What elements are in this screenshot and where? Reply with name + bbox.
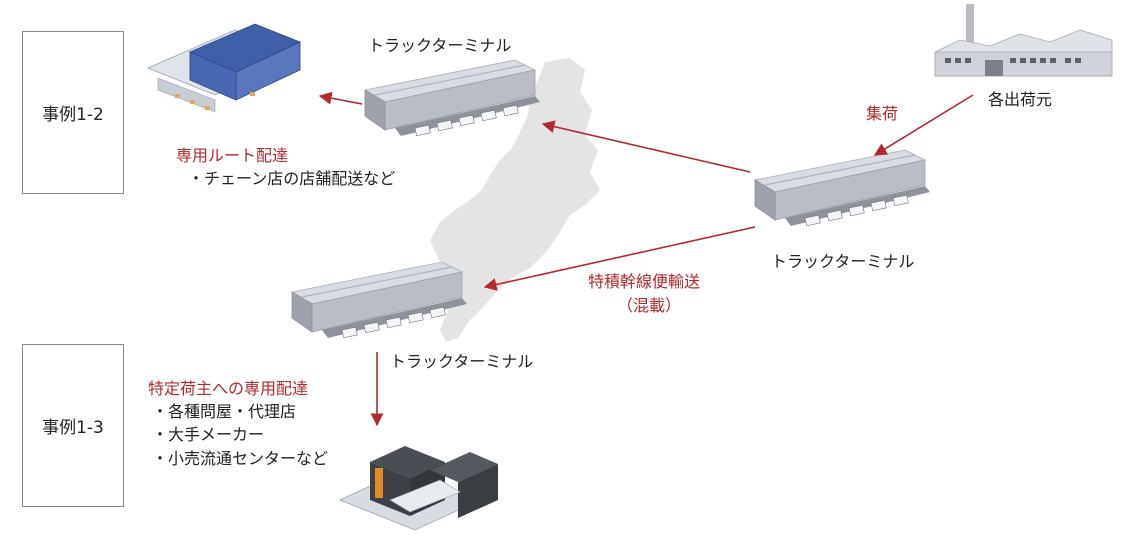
case-label-1-3: 事例1-3 xyxy=(42,418,104,438)
route-1-2-block: 専用ルート配達 ・チェーン店の店舗配送など xyxy=(176,144,395,190)
pickup-label: 集荷 xyxy=(866,104,899,123)
route-1-3-title: 特定荷主への専用配達 xyxy=(148,379,309,398)
truck-terminal-bottom-icon xyxy=(291,261,468,339)
route-1-2-item: ・チェーン店の店舗配送など xyxy=(188,169,396,189)
distribution-warehouse-icon xyxy=(146,23,302,113)
arrow-pickup xyxy=(873,94,974,156)
route-1-3-block: 特定荷主への専用配達 ・各種問屋・代理店 ・大手メーカー ・小売流通センターなど xyxy=(148,377,328,470)
route-1-2-title: 専用ルート配達 xyxy=(176,146,289,165)
terminal-top-label: トラックターミナル xyxy=(368,36,512,55)
arrow-trunk-line xyxy=(483,226,756,291)
arrow-to-top-terminal xyxy=(541,120,751,173)
truck-terminal-top-icon xyxy=(364,59,541,137)
truck-terminal-right-icon xyxy=(754,149,931,227)
map-region xyxy=(430,58,600,342)
trunk-line-sublabel: （混載） xyxy=(617,296,682,315)
route-1-3-item: ・大手メーカー xyxy=(152,425,265,445)
arrow-route-1-2 xyxy=(318,91,363,105)
case-box-1-3: 事例1-3 xyxy=(22,344,124,507)
case-label-1-2: 事例1-2 xyxy=(42,105,104,125)
trunk-line-label: 特積幹線便輸送 xyxy=(588,272,701,291)
logistics-center-icon xyxy=(338,446,498,531)
terminal-right-label: トラックターミナル xyxy=(771,252,915,271)
route-1-3-item: ・小売流通センターなど xyxy=(152,448,329,468)
route-1-3-item: ・各種問屋・代理店 xyxy=(152,402,297,422)
case-box-1-2: 事例1-2 xyxy=(22,31,124,194)
origin-label: 各出荷元 xyxy=(988,90,1053,109)
terminal-bottom-label: トラックターミナル xyxy=(390,352,534,371)
factory-icon xyxy=(934,4,1113,77)
